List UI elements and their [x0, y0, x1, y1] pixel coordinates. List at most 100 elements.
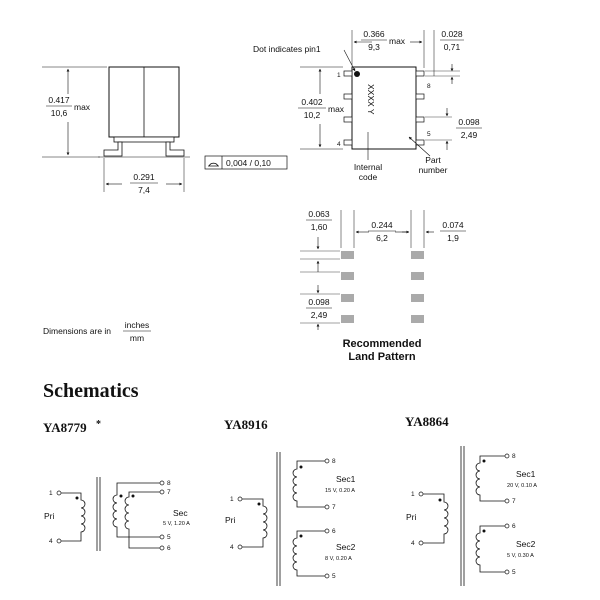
ya8916-primary-coil — [242, 498, 268, 548]
top-width-bottom: 9,3 — [368, 42, 380, 52]
schematic-ya8779: YA8779 * 1 4 Pri 8 7 5 6 Sec 5 V, 1.20 A — [43, 419, 190, 552]
coplanarity-value: 0,004 / 0,10 — [226, 158, 271, 168]
top-height-top: 0.402 — [301, 97, 323, 107]
ya8916-pin-1: 1 — [230, 496, 234, 503]
ya8916-sec2-coil — [292, 530, 325, 577]
ya8864-pin-7: 7 — [512, 498, 516, 505]
ya8864-sec1-rating: 20 V, 0.10 A — [507, 483, 537, 489]
top-height-suffix: max — [328, 104, 345, 114]
ya8864-sec2-coil — [475, 525, 505, 573]
land-span-top: 0.244 — [371, 220, 393, 230]
ya8916-pin-5: 5 — [332, 573, 336, 580]
top-width-suffix: max — [389, 36, 406, 46]
land-pad — [411, 272, 424, 280]
top-height-bottom: 10,2 — [304, 110, 321, 120]
ya8916-pin-7: 7 — [332, 504, 336, 511]
coplanarity-box — [204, 155, 288, 170]
land-pad — [341, 251, 354, 259]
ya8779-pin-1: 1 — [49, 490, 53, 497]
land-pad-bottom: 1,60 — [311, 222, 328, 232]
dot-note: Dot indicates pin1 — [253, 44, 321, 54]
ya8916-sec2-rating: 8 V, 0.20 A — [325, 556, 352, 562]
ya8916-title: YA8916 — [224, 417, 268, 432]
land-pad — [411, 294, 424, 302]
ya8779-pin-4: 4 — [49, 538, 53, 545]
units-prefix: Dimensions are in — [43, 326, 111, 336]
part-number-label-2: number — [419, 165, 448, 175]
ya8916-pri: Pri — [225, 515, 236, 525]
pin1-dot-icon — [354, 71, 360, 77]
ya8864-pin-6: 6 — [512, 523, 516, 530]
land-pad — [411, 251, 424, 259]
pin-4 — [343, 139, 353, 146]
ya8779-title: YA8779 — [43, 420, 87, 435]
top-body — [351, 66, 417, 150]
ya8864-pin-5: 5 — [512, 569, 516, 576]
ya8779-pin-5: 5 — [167, 534, 171, 541]
part-number-label-1: Part — [425, 155, 441, 165]
land-title-2: Land Pattern — [348, 351, 416, 363]
pin-2 — [343, 93, 353, 100]
ya8916-pin-8: 8 — [332, 458, 336, 465]
land-pad — [411, 315, 424, 323]
ya8864-pri: Pri — [406, 512, 417, 522]
pin-8-label: 8 — [427, 83, 431, 90]
land-pitch-top: 0.098 — [308, 297, 330, 307]
internal-code-label-1: Internal — [354, 162, 382, 172]
ya8864-sec2: Sec2 — [516, 539, 536, 549]
pin-3 — [343, 116, 353, 123]
ya8779-secondary-coil-a — [112, 482, 160, 538]
pin-7 — [415, 93, 425, 100]
side-height-suffix: max — [74, 102, 91, 112]
pin-8 — [415, 70, 425, 77]
pin-6 — [415, 116, 425, 123]
land-pattern: 0.063 1,60 0.244 6,2 0.074 1,9 0.098 2,4… — [300, 209, 466, 363]
land-title-1: Recommended — [343, 338, 422, 350]
ya8779-pin-7: 7 — [167, 489, 171, 496]
schematics-heading: Schematics — [43, 380, 139, 402]
top-pitch-top: 0.098 — [458, 117, 480, 127]
units-note: Dimensions are in inches mm — [43, 320, 151, 343]
land-pad — [341, 294, 354, 302]
ya8779-primary-coil — [61, 492, 86, 542]
pin-5 — [415, 139, 425, 146]
side-height-top: 0.417 — [48, 95, 70, 105]
ya8864-pin-4: 4 — [411, 540, 415, 547]
units-numerator: inches — [125, 320, 150, 330]
pin-1 — [343, 70, 353, 77]
side-width-top: 0.291 — [133, 172, 155, 182]
ya8779-pri: Pri — [44, 511, 55, 521]
ya8916-sec1-coil — [292, 460, 325, 508]
land-pad — [341, 272, 354, 280]
schematic-ya8916: YA8916 1 4 Pri 8 7 Sec1 15 V, 0.20 A 6 5… — [224, 417, 356, 586]
internal-code-label-2: code — [359, 172, 378, 182]
land-span-bottom: 6,2 — [376, 233, 388, 243]
lead-width-bottom: 0,71 — [444, 42, 461, 52]
ya8864-sec2-rating: 5 V, 0.30 A — [507, 553, 534, 559]
top-view: 1 4 8 5 XXXX Y Dot indicates pin1 0.366 … — [253, 29, 482, 182]
ya8916-sec2: Sec2 — [336, 542, 356, 552]
land-padw-top: 0.074 — [442, 220, 464, 230]
lead-width-top: 0.028 — [441, 29, 463, 39]
pin-4-label: 4 — [337, 141, 341, 148]
ya8779-pin-6: 6 — [167, 545, 171, 552]
ya8864-pin-8: 8 — [512, 453, 516, 460]
ya8864-primary-coil — [423, 493, 449, 544]
ya8916-sec1-rating: 15 V, 0.20 A — [325, 488, 355, 494]
ya8864-title: YA8864 — [405, 414, 449, 429]
land-pad — [341, 315, 354, 323]
ya8864-sec1-coil — [475, 455, 505, 502]
ya8916-sec1: Sec1 — [336, 474, 356, 484]
land-pitch-bottom: 2,49 — [311, 310, 328, 320]
ya8864-sec1: Sec1 — [516, 469, 536, 479]
ya8779-sec-rating: 5 V, 1.20 A — [163, 521, 190, 527]
ya8864-pin-1: 1 — [411, 491, 415, 498]
ya8779-pin-8: 8 — [167, 480, 171, 487]
top-width-top: 0.366 — [363, 29, 385, 39]
ya8779-asterisk: * — [96, 419, 101, 430]
marking-text: XXXX Y — [366, 84, 376, 115]
land-padw-bottom: 1,9 — [447, 233, 459, 243]
land-pad-top: 0.063 — [308, 209, 330, 219]
side-height-bottom: 10,6 — [51, 108, 68, 118]
